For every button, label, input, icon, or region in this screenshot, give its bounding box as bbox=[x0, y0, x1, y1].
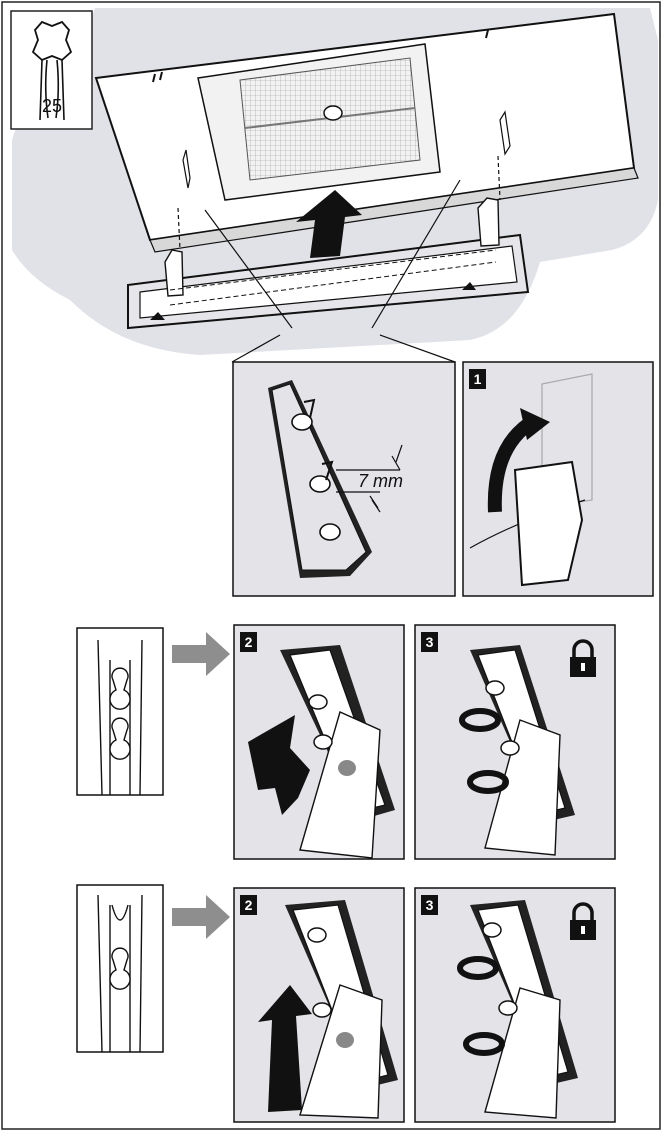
lift-up-arrow bbox=[296, 190, 362, 258]
step-2a-panel: 2 bbox=[233, 624, 405, 860]
arrow-right-b bbox=[172, 895, 230, 939]
step-1-panel: 1 bbox=[462, 361, 654, 597]
step-3b-number: 3 bbox=[426, 897, 434, 913]
lock-icon-b bbox=[570, 902, 596, 940]
step-3a-number: 3 bbox=[426, 634, 434, 650]
step-2b-number: 2 bbox=[245, 897, 253, 913]
arrow-right-a bbox=[172, 632, 230, 676]
screw-plate-detail: 7 mm bbox=[232, 361, 456, 597]
step-2a-number: 2 bbox=[245, 634, 253, 650]
lock-icon-a bbox=[570, 639, 596, 677]
step-3a-panel: 3 bbox=[414, 624, 616, 860]
hood-body bbox=[94, 12, 639, 253]
torx-screwdriver-icon: 25 bbox=[10, 10, 93, 130]
tool-size-label: 25 bbox=[42, 96, 62, 116]
step-2b-panel: 2 bbox=[233, 887, 405, 1123]
slot-profile-b bbox=[76, 884, 164, 1053]
measure-value: 7 bbox=[358, 471, 369, 491]
slot-profile-a bbox=[76, 627, 164, 796]
step-3b-panel: 3 bbox=[414, 887, 616, 1123]
mounting-bar bbox=[127, 179, 530, 330]
step-1-number: 1 bbox=[474, 371, 482, 387]
measure-unit: mm bbox=[373, 471, 403, 491]
